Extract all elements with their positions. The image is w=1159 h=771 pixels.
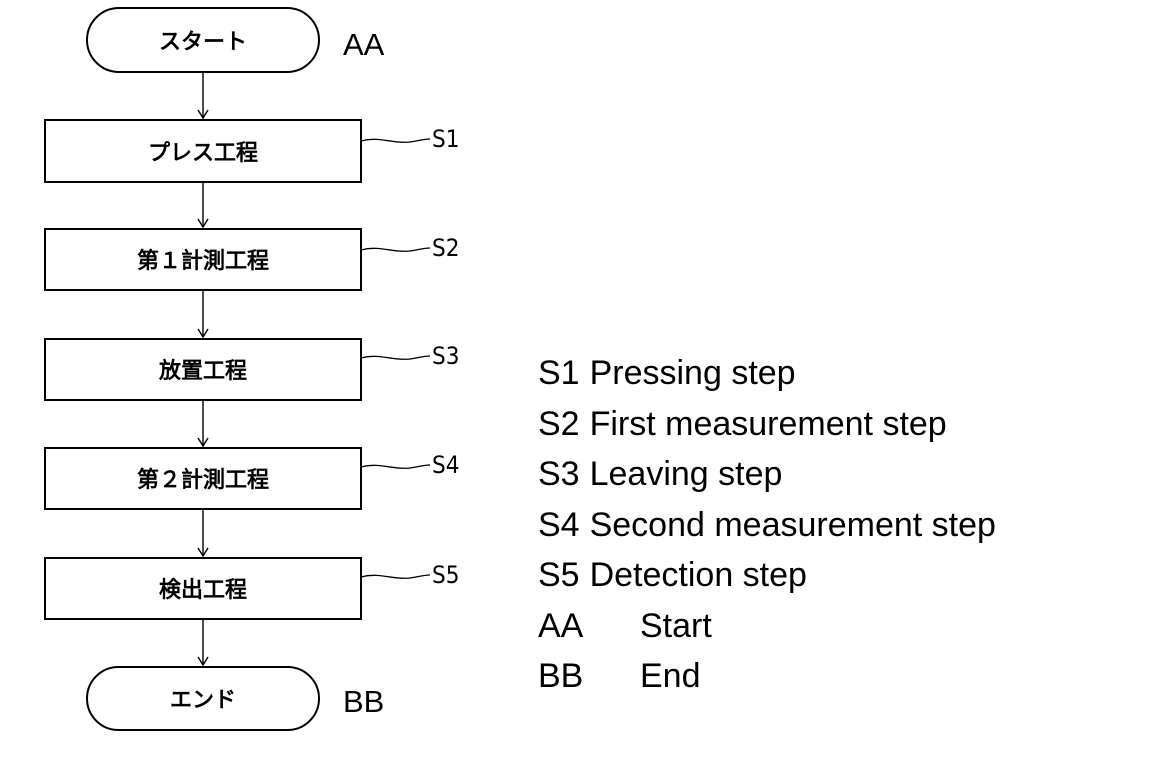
legend-row-s5: S5Detection step [538,550,996,601]
legend-text: Second measurement step [590,500,996,551]
legend-key: S4 [538,500,580,551]
start-terminal-text: スタート [159,30,247,55]
process-box-s5: 検出工程 [45,558,361,619]
legend-key: S5 [538,550,580,601]
legend-key: S3 [538,449,580,500]
leader-s3 [361,356,430,359]
legend-text: First measurement step [590,399,947,450]
legend-text: Detection step [590,550,807,601]
legend-row-s3: S3Leaving step [538,449,996,500]
legend-key: S1 [538,348,580,399]
process-box-s3: 放置工程 [45,339,361,400]
legend-row-s2: S2First measurement step [538,399,996,450]
process-box-s2-text: 第１計測工程 [137,248,269,274]
end-terminal: エンド [87,667,319,730]
start-label: AA [343,27,385,62]
legend-row-bb: BBEnd [538,651,996,702]
legend: S1Pressing step S2First measurement step… [538,348,996,702]
legend-key: AA [538,601,630,652]
leader-s2 [361,248,430,251]
ref-s5: S5 [432,561,459,589]
legend-row-s4: S4Second measurement step [538,500,996,551]
legend-key: S2 [538,399,580,450]
ref-s4: S4 [432,451,459,479]
process-box-s4-text: 第２計測工程 [137,467,269,493]
leader-s5 [361,575,430,578]
end-label: BB [343,684,384,719]
ref-s2: S2 [432,234,459,262]
leader-s4 [361,465,430,468]
legend-text: End [640,651,701,702]
ref-s1: S1 [432,125,459,153]
ref-s3: S3 [432,342,459,370]
process-box-s4: 第２計測工程 [45,448,361,509]
legend-key: BB [538,651,630,702]
legend-text: Leaving step [590,449,783,500]
process-box-s2: 第１計測工程 [45,229,361,290]
start-terminal: スタート [87,8,319,72]
process-box-s1-text: プレス工程 [148,141,258,166]
process-box-s3-text: 放置工程 [158,358,247,384]
process-box-s1: プレス工程 [45,120,361,182]
legend-row-s1: S1Pressing step [538,348,996,399]
end-terminal-text: エンド [170,688,236,713]
legend-row-aa: AAStart [538,601,996,652]
process-box-s5-text: 検出工程 [159,578,247,603]
leader-s1 [361,139,430,142]
legend-text: Pressing step [590,348,796,399]
legend-text: Start [640,601,712,652]
